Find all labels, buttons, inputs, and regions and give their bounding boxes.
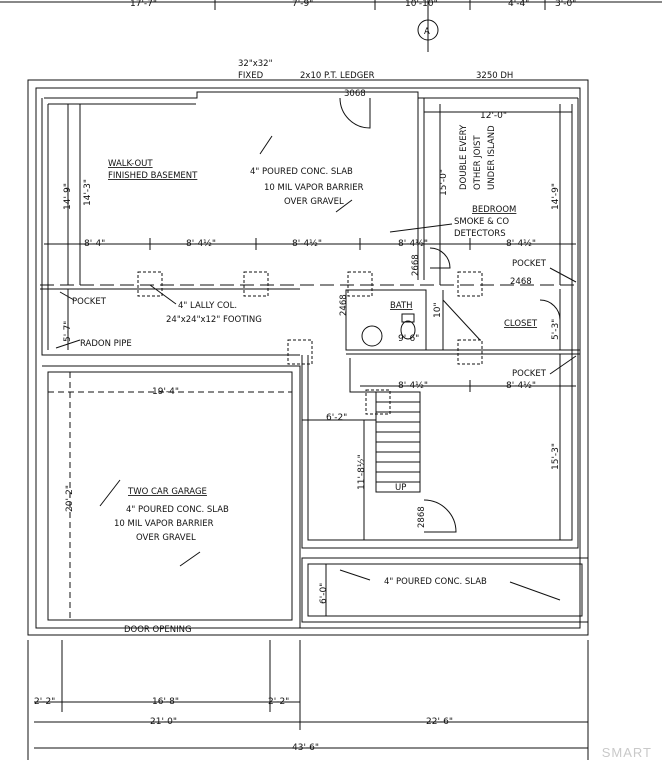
basement-title-2: FINISHED BASEMENT: [108, 171, 198, 181]
bottom-dim-4: 21'-0": [150, 717, 177, 727]
door-2468-closet: 2468: [510, 277, 532, 287]
garage-width-dim: 19'-4": [152, 387, 179, 397]
ledger-label: 2x10 P.T. LEDGER: [300, 71, 375, 81]
top-dim-4: 4'-4": [508, 0, 529, 9]
window-dh-label: 3250 DH: [476, 71, 513, 81]
row-dim-3: 8'-4½": [292, 239, 322, 249]
pocket-label-lower-right: POCKET: [512, 369, 547, 379]
footing-label: 24"x24"x12" FOOTING: [166, 315, 262, 325]
bottom-total-dim: 43'-6": [292, 743, 319, 753]
bottom-dim-5: 22'-6": [426, 717, 453, 727]
garage-depth-dim: 20'-2": [65, 485, 75, 512]
right-dim-1: 14'-9": [551, 183, 561, 210]
bedroom-label: BEDROOM: [472, 205, 516, 215]
row-dim-4: 8'-4½": [398, 239, 428, 249]
smoke-detectors-1: SMOKE & CO: [454, 217, 509, 227]
window-fixed-label: FIXED: [238, 71, 264, 81]
row-dim-2: 8'-4½": [186, 239, 216, 249]
bottom-dim-3: 2'-2": [268, 697, 289, 707]
bath-dim-1: 10": [433, 302, 443, 318]
smoke-detectors-2: DETECTORS: [454, 229, 506, 239]
dim-15: 15'-0": [439, 169, 449, 196]
row-dim-5: 8'-4½": [506, 239, 536, 249]
row-dim-1: 8'-4": [84, 239, 105, 249]
left-dim-1: 14'-9": [63, 183, 73, 210]
pocket-label-upper-right: POCKET: [512, 259, 547, 269]
door-2668: 2668: [411, 254, 421, 276]
dim-11-8: 11'-8½": [357, 454, 367, 490]
front-slab-note: 4" POURED CONC. SLAB: [384, 577, 487, 587]
stair-dim-1: 8'-4½": [398, 381, 428, 391]
garage-title: TWO CAR GARAGE: [127, 487, 207, 497]
pocket-label-left: POCKET: [72, 297, 107, 307]
basement-slab-note: 4" POURED CONC. SLAB: [250, 167, 353, 177]
garage-gravel-note: OVER GRAVEL: [136, 533, 196, 543]
door-2868: 2868: [417, 506, 427, 528]
door-2468-bath: 2468: [339, 294, 349, 316]
dim-6-0: 6'-0": [319, 583, 329, 604]
left-dim-2: 14'-3": [83, 179, 93, 206]
joist-note-3: UNDER ISLAND: [487, 125, 497, 190]
top-dim-2: 7'-9": [292, 0, 313, 9]
bath-dim-2: 9'-6": [398, 334, 419, 344]
bottom-dim-2: 16'-8": [152, 697, 179, 707]
top-dim-1: 17'-7": [130, 0, 157, 9]
basement-gravel-note: OVER GRAVEL: [284, 197, 344, 207]
stair-up-label: UP: [395, 483, 406, 493]
garage-slab-note: 4" POURED CONC. SLAB: [126, 505, 229, 515]
right-dim-3: 15'-3": [551, 443, 561, 470]
garage-vapor-note: 10 MIL VAPOR BARRIER: [114, 519, 214, 529]
door-opening-label: DOOR OPENING: [124, 625, 192, 635]
watermark: SMART: [601, 745, 652, 760]
left-dim-3: 5'-7": [63, 321, 73, 342]
basement-title-1: WALK-OUT: [108, 159, 153, 169]
closet-label: CLOSET: [504, 319, 538, 329]
section-marker: A: [424, 27, 430, 37]
basement-vapor-note: 10 MIL VAPOR BARRIER: [264, 183, 364, 193]
radon-pipe-label: RADON PIPE: [80, 339, 132, 349]
bottom-dim-1: 2'-2": [34, 697, 55, 707]
right-dim-2: 5'-3": [551, 319, 561, 340]
bath-label: BATH: [390, 301, 413, 311]
door-top-label: 3068: [344, 89, 366, 99]
dim-12: 12'-0": [480, 111, 507, 121]
top-dim-5: 3'-0": [555, 0, 576, 9]
lally-column-label: 4" LALLY COL.: [178, 301, 237, 311]
window-fixed-size: 32"x32": [238, 59, 273, 69]
top-dim-3: 10'-10": [405, 0, 438, 9]
joist-note-1: DOUBLE EVERY: [459, 124, 469, 190]
dim-6-2: 6'-2": [326, 413, 347, 423]
joist-note-2: OTHER JOIST: [473, 135, 483, 190]
stair-dim-2: 8'-4½": [506, 381, 536, 391]
